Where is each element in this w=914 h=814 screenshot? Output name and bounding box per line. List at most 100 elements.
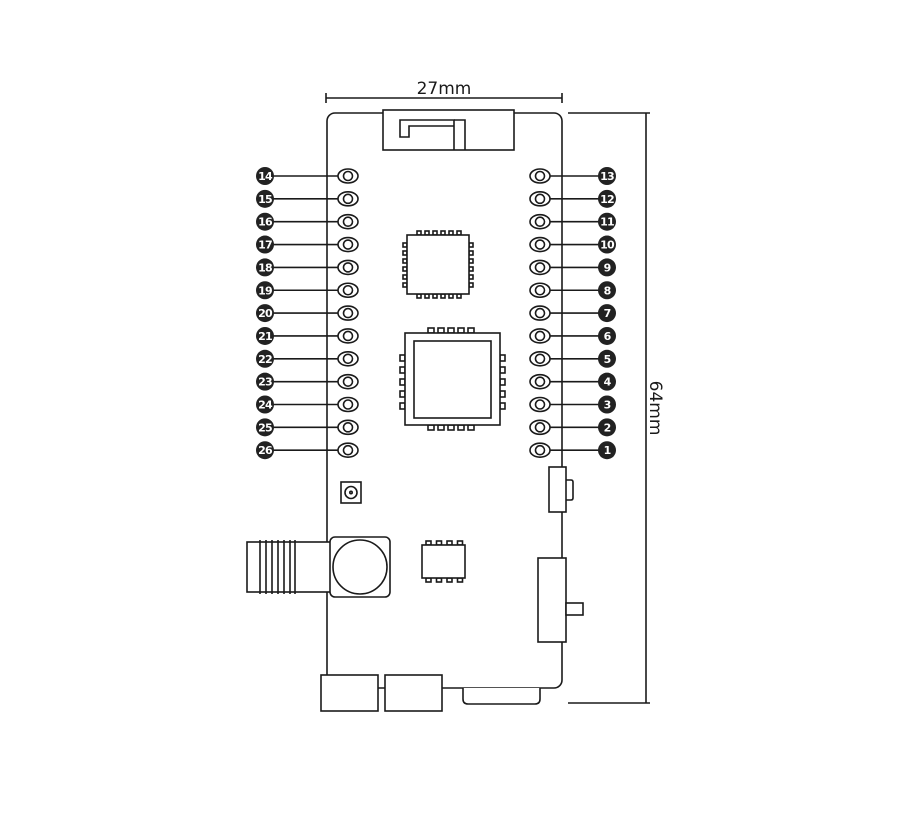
pin-badge (256, 189, 274, 208)
pin-pad (529, 191, 551, 207)
pin-pad (337, 419, 359, 436)
chip-small-qfn (402, 230, 474, 299)
pin-pad (529, 328, 551, 344)
pin-hole (534, 216, 546, 227)
pin-pad (337, 191, 359, 207)
pin-22: 22 (256, 349, 359, 368)
pin-19: 19 (256, 281, 359, 300)
pin-number: 1 (604, 444, 611, 457)
pin-pad (529, 282, 551, 299)
pin-hole (534, 444, 546, 456)
pin-badge (598, 235, 616, 254)
pin-number: 5 (604, 353, 611, 366)
pin-badge (598, 395, 616, 414)
pin-badge (598, 167, 616, 185)
rf-connector (246, 536, 391, 598)
pin-number: 13 (600, 170, 614, 183)
pin-badge (598, 441, 616, 460)
pin-number: 9 (604, 261, 611, 274)
pin-pad (529, 419, 551, 436)
pin-badge (598, 372, 616, 391)
pin-pad (337, 282, 359, 299)
pin-badge (598, 189, 616, 208)
pin-pad (337, 442, 359, 459)
pin-number: 21 (258, 330, 272, 343)
pin-hole (342, 216, 354, 227)
pin-badge (598, 349, 616, 368)
pin-pad (529, 213, 551, 230)
pin-hole (342, 330, 354, 342)
pin-hole (342, 422, 354, 433)
pin-pad (337, 305, 359, 321)
pin-pad (529, 236, 551, 253)
pin-number: 8 (604, 284, 611, 297)
pin-badge (256, 326, 274, 345)
pin-badge (256, 418, 274, 437)
pin-20: 20 (256, 304, 359, 323)
chip-8pin (421, 540, 466, 583)
pin-hole (342, 262, 354, 273)
pin-24: 24 (256, 395, 359, 414)
pin-badge (256, 212, 274, 231)
pin-badge (598, 418, 616, 437)
antenna (382, 109, 515, 151)
height-label: 64mm (645, 381, 665, 436)
pin-pad (337, 328, 359, 344)
pin-badge (256, 304, 274, 323)
pin-hole (534, 353, 546, 365)
pin-number: 25 (258, 421, 272, 434)
pin-9: 9 (529, 258, 616, 277)
pin-hole (534, 307, 546, 319)
pin-pad (337, 168, 359, 184)
pin-4: 4 (529, 372, 616, 391)
pin-hole (534, 193, 546, 205)
pin-pad (529, 259, 551, 276)
pin-badge (256, 349, 274, 368)
pin-hole (342, 239, 354, 250)
pin-hole (534, 262, 546, 273)
pin-badge (598, 281, 616, 300)
pin-number: 2 (604, 421, 611, 434)
pin-12: 12 (529, 189, 616, 208)
pin-number: 18 (258, 261, 272, 274)
pin-number: 16 (258, 216, 273, 229)
pin-badge (598, 326, 616, 345)
pin-18: 18 (256, 258, 359, 277)
pin-8: 8 (529, 281, 616, 300)
pin-hole (534, 422, 546, 433)
pin-23: 23 (256, 372, 359, 391)
pin-2: 2 (529, 418, 616, 437)
pin-number: 4 (604, 376, 612, 389)
pin-number: 10 (600, 239, 615, 252)
pin-14: 14 (256, 167, 359, 185)
pin-badge (598, 304, 616, 323)
pin-hole (342, 193, 354, 205)
led-component (340, 481, 362, 504)
pin-hole (534, 330, 546, 342)
pin-badge (598, 212, 616, 231)
pin-3: 3 (529, 395, 616, 414)
pin-pad (337, 259, 359, 276)
pin-pad (337, 373, 359, 390)
pin-hole (534, 399, 546, 410)
pin-pad (529, 350, 551, 367)
slide-switch[interactable] (537, 557, 584, 643)
pin-5: 5 (529, 349, 616, 368)
pin-6: 6 (529, 326, 616, 345)
pin-pad (337, 236, 359, 253)
pin-pad (529, 168, 551, 184)
pin-pad (529, 373, 551, 390)
pin-number: 6 (604, 330, 612, 343)
side-button[interactable] (548, 466, 574, 513)
pin-badge (256, 235, 274, 254)
pin-hole (534, 376, 546, 387)
pin-hole (342, 444, 354, 456)
pin-number: 11 (600, 216, 614, 229)
pin-badge (256, 167, 274, 185)
pin-hole (342, 284, 354, 296)
pin-number: 19 (258, 284, 272, 297)
pin-hole (534, 170, 546, 182)
pin-pad (337, 350, 359, 367)
pin-7: 7 (529, 304, 616, 323)
